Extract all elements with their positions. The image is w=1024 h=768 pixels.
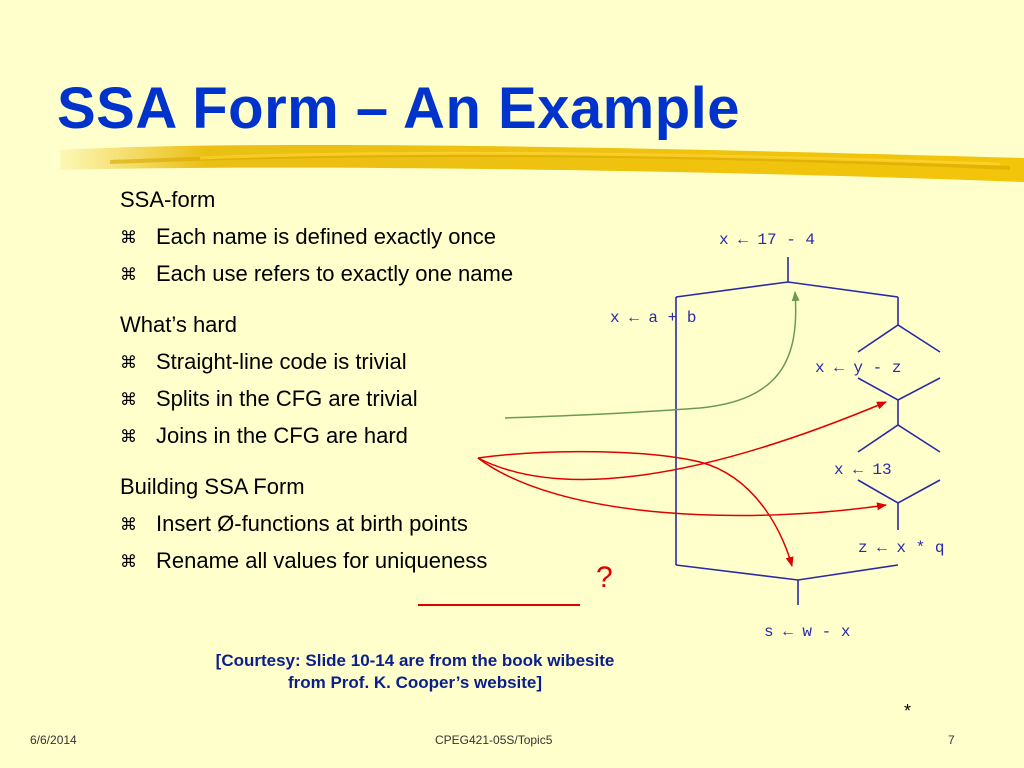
slide-title: SSA Form – An Example — [57, 76, 741, 141]
footer-page-number: 7 — [948, 733, 955, 747]
courtesy-note: [Courtesy: Slide 10-14 are from the book… — [150, 650, 680, 694]
question-mark: ? — [596, 561, 613, 594]
cfg-edges — [675, 257, 941, 605]
command-key-icon: ⌘ — [120, 515, 137, 535]
edge-diamond1-bottom — [857, 377, 941, 401]
section-heading-ssa-form: SSA-form — [120, 187, 216, 212]
bullet-item: ⌘ Each name is defined exactly once — [120, 222, 620, 259]
bullet-list: SSA-form ⌘ Each name is defined exactly o… — [120, 185, 620, 583]
red-arrow-to-bottom-join — [477, 457, 887, 517]
command-key-icon: ⌘ — [120, 427, 137, 447]
cfg-node-right-top: x ← y - z — [815, 359, 902, 377]
bullet-item: ⌘ Straight-line code is trivial — [120, 347, 620, 384]
title-underline-brush — [60, 144, 1024, 182]
command-key-icon: ⌘ — [120, 265, 137, 285]
bullet-text: Joins in the CFG are hard — [156, 423, 408, 448]
command-key-icon: ⌘ — [120, 353, 137, 373]
bullet-text: Straight-line code is trivial — [156, 349, 407, 374]
bullet-text: Insert Ø-functions at birth points — [156, 511, 468, 536]
footer-course: CPEG421-05S/Topic5 — [435, 733, 553, 747]
section-heading-whats-hard: What’s hard — [120, 312, 237, 337]
command-key-icon: ⌘ — [120, 552, 137, 572]
edge-join — [675, 564, 899, 581]
cfg-node-right-bottom: x ← 13 — [834, 461, 892, 479]
bullet-item: ⌘ Joins in the CFG are hard — [120, 421, 620, 458]
bullet-item: ⌘ Insert Ø-functions at birth points — [120, 509, 620, 546]
bullet-text: Rename all values for uniqueness — [156, 548, 488, 573]
edge-diamond1-top — [857, 324, 941, 353]
red-arrow-to-exit-join — [477, 450, 794, 567]
bullet-item: ⌘ Each use refers to exactly one name — [120, 259, 620, 296]
command-key-icon: ⌘ — [120, 228, 137, 248]
command-key-icon: ⌘ — [120, 390, 137, 410]
green-arrow-splits — [504, 291, 800, 419]
red-arrows-joins — [477, 401, 887, 567]
red-arrow-to-top-join — [477, 401, 887, 481]
bullet-text: Splits in the CFG are trivial — [156, 386, 418, 411]
bullet-item: ⌘ Rename all values for uniqueness — [120, 546, 620, 583]
edge-diamond2-bottom — [857, 479, 941, 504]
section-heading-building-ssa: Building SSA Form — [120, 474, 305, 499]
bullet-text: Each name is defined exactly once — [156, 224, 496, 249]
cfg-node-left: x ← a + b — [610, 309, 697, 327]
courtesy-line-1: [Courtesy: Slide 10-14 are from the book… — [215, 651, 615, 670]
bullet-item: ⌘ Splits in the CFG are trivial — [120, 384, 620, 421]
bullet-text: Each use refers to exactly one name — [156, 261, 514, 286]
cfg-node-entry: x ← 17 - 4 — [719, 231, 816, 249]
footer-date: 6/6/2014 — [30, 733, 77, 747]
courtesy-line-2: from Prof. K. Cooper’s website] — [287, 673, 543, 692]
cfg-node-join-right: z ← x * q — [858, 539, 945, 557]
edge-diamond2-top — [857, 424, 941, 453]
cfg-node-exit: s ← w - x — [764, 623, 851, 641]
edge-split — [675, 281, 899, 298]
star-mark: * — [904, 701, 912, 721]
